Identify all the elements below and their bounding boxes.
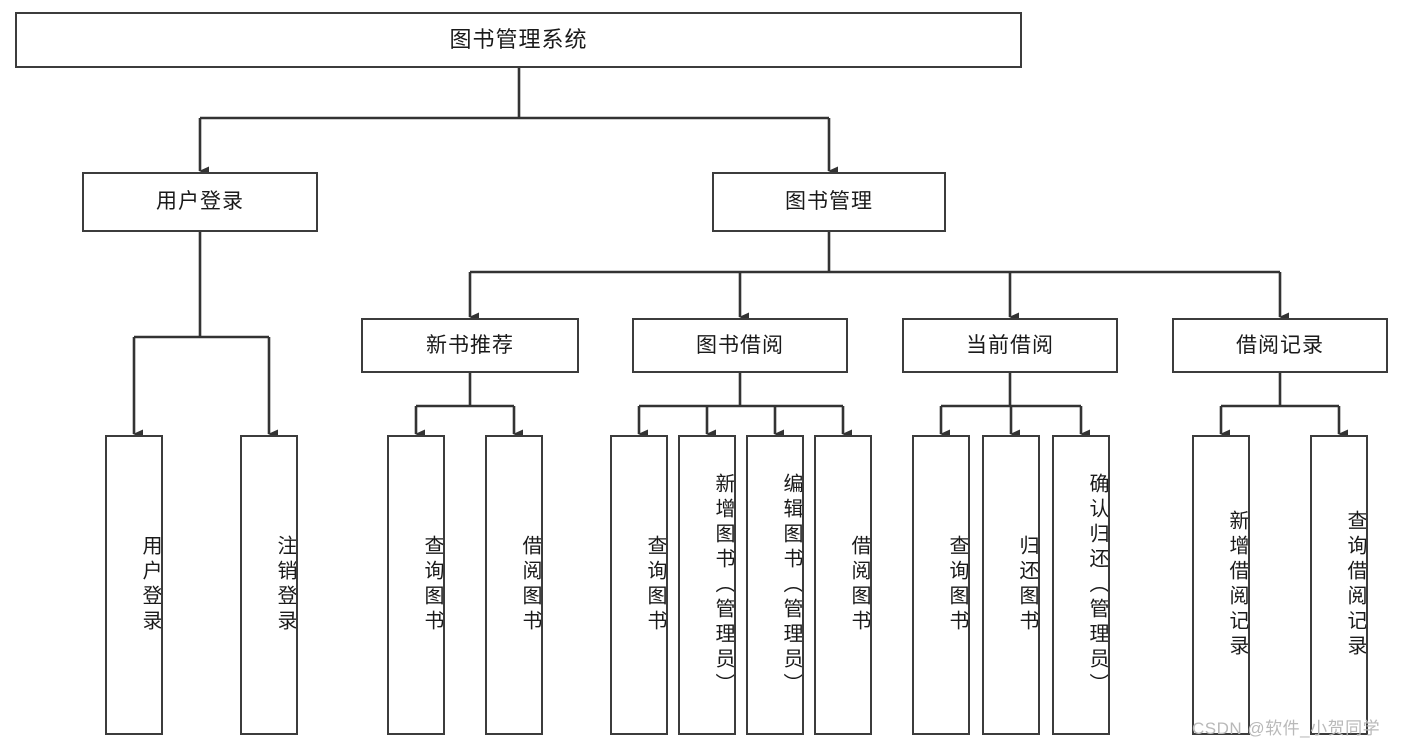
node-label: 借阅图书 <box>519 535 541 635</box>
node-label: 当前借阅 <box>966 333 1054 357</box>
node-leaf-c-query[interactable]: 查询图书 <box>912 435 970 735</box>
node-leaf-b-edit[interactable]: 编辑图书（管理员） <box>746 435 804 735</box>
node-leaf-r-query[interactable]: 查询借阅记录 <box>1310 435 1368 735</box>
node-label: 新书推荐 <box>426 333 514 357</box>
node-leaf-c-return[interactable]: 归还图书 <box>982 435 1040 735</box>
node-leaf-b-add[interactable]: 新增图书（管理员） <box>678 435 736 735</box>
node-leaf-nb-query[interactable]: 查询图书 <box>387 435 445 735</box>
node-label: 查询图书 <box>644 535 666 635</box>
node-label: 图书管理 <box>785 190 873 214</box>
node-label: 图书管理系统 <box>449 26 588 52</box>
node-label: 注销登录 <box>274 535 296 635</box>
node-label: 用户登录 <box>156 190 244 214</box>
node-leaf-c-confirm[interactable]: 确认归还（管理员） <box>1052 435 1110 735</box>
node-label: 用户登录 <box>139 535 161 635</box>
node-label: 借阅记录 <box>1236 333 1324 357</box>
node-leaf-logout[interactable]: 注销登录 <box>240 435 298 735</box>
node-label: 确认归还（管理员） <box>1086 472 1108 698</box>
node-label: 图书借阅 <box>696 333 784 357</box>
node-label: 查询借阅记录 <box>1344 510 1366 660</box>
node-root[interactable]: 图书管理系统 <box>15 12 1022 68</box>
node-label: 归还图书 <box>1016 535 1038 635</box>
node-records[interactable]: 借阅记录 <box>1172 318 1388 373</box>
node-leaf-r-add[interactable]: 新增借阅记录 <box>1192 435 1250 735</box>
csdn-watermark: CSDN @软件_小贺同学 <box>1192 719 1381 738</box>
node-label: 新增图书（管理员） <box>712 472 734 698</box>
node-login[interactable]: 用户登录 <box>82 172 318 232</box>
node-leaf-user-login[interactable]: 用户登录 <box>105 435 163 735</box>
node-label: 查询图书 <box>421 535 443 635</box>
node-label: 新增借阅记录 <box>1226 510 1248 660</box>
node-current[interactable]: 当前借阅 <box>902 318 1118 373</box>
node-leaf-b-query[interactable]: 查询图书 <box>610 435 668 735</box>
node-label: 借阅图书 <box>848 535 870 635</box>
node-label: 查询图书 <box>946 535 968 635</box>
node-borrow[interactable]: 图书借阅 <box>632 318 848 373</box>
node-bookmgmt[interactable]: 图书管理 <box>712 172 946 232</box>
node-newbook[interactable]: 新书推荐 <box>361 318 579 373</box>
node-label: 编辑图书（管理员） <box>780 472 802 698</box>
node-leaf-b-borrow[interactable]: 借阅图书 <box>814 435 872 735</box>
node-leaf-nb-borrow[interactable]: 借阅图书 <box>485 435 543 735</box>
